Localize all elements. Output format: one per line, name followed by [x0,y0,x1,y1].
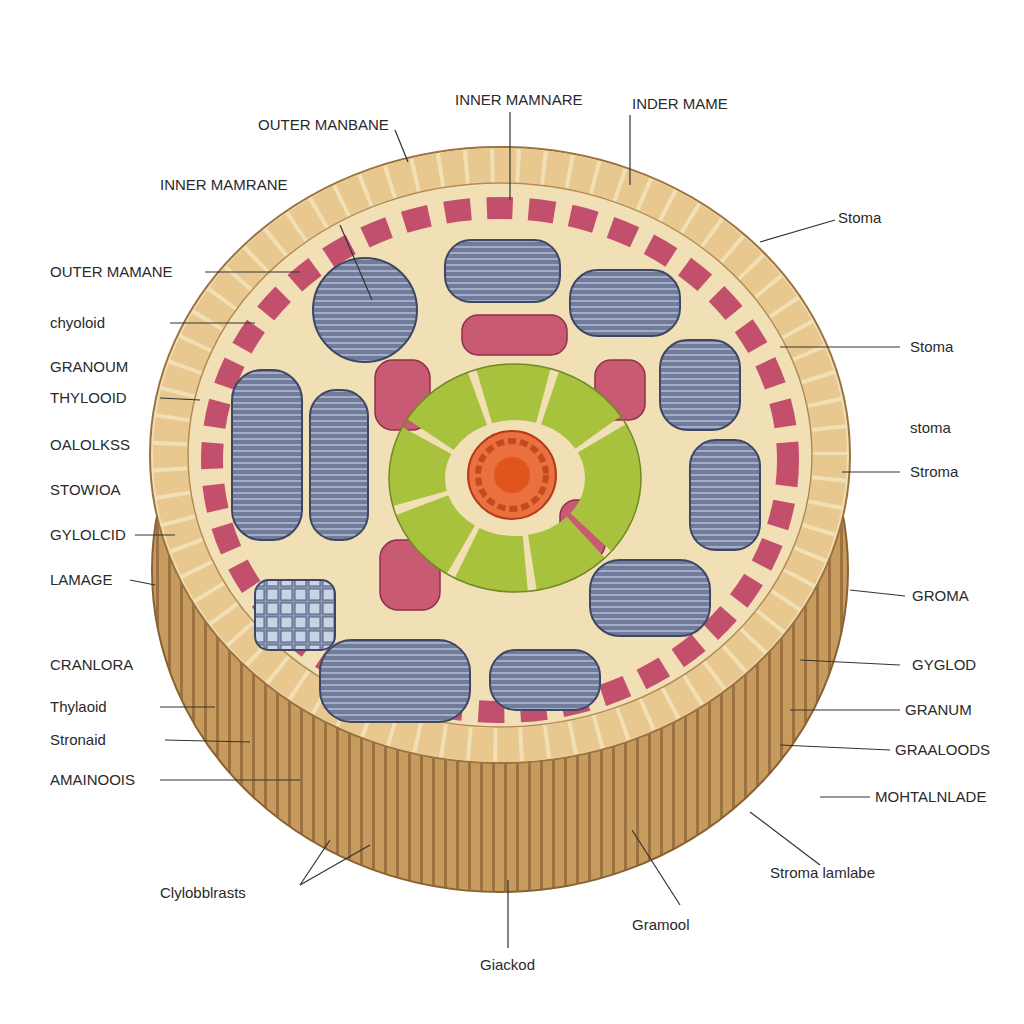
membrane-line [188,183,812,727]
granule-ring [212,208,788,712]
part-label: OALOLKSS [50,437,130,454]
core-body [468,431,556,519]
core-granules [478,441,546,509]
core-nucleus [494,457,530,493]
granule-blobs [375,315,645,610]
part-label: GRANUM [905,702,972,719]
green-ring-edge [389,364,641,592]
part-label: INNER MAMRANE [160,177,288,194]
part-label: GYGLOD [912,657,976,674]
membrane-rim [170,165,830,745]
part-label: MOHTALNLADE [875,789,986,806]
part-label: STOWIOA [50,482,121,499]
part-label: GRAALOODS [895,742,990,759]
part-label: Stroma lamlabe [770,865,875,882]
part-label: THYLOOID [50,390,127,407]
part-label: Stroma [910,464,958,481]
part-label: CRANLORA [50,657,133,674]
part-label: GYLOLCID [50,527,126,544]
part-label: chyoloid [50,315,105,332]
part-label: GROMA [912,588,969,605]
part-label: Clylobblrasts [160,885,246,902]
part-label: INDER MAME [632,96,728,113]
part-label: Stoma [838,210,881,227]
part-label: stoma [910,420,951,437]
part-label: INNER MAMNARE [455,92,583,109]
part-label: AMAINOOIS [50,772,135,789]
part-label: Gramool [632,917,690,934]
part-label: Thylaoid [50,699,107,716]
part-label: Stoma [910,339,953,356]
part-label: Giackod [480,957,535,974]
part-label: OUTER MANBANE [258,117,389,134]
disk-face [150,147,850,763]
part-label: OUTER MAMANE [50,264,173,281]
green-ring [417,392,613,564]
part-label: Stronaid [50,732,106,749]
part-label: LAMAGE [50,572,113,589]
thylakoid-stacks [232,240,760,722]
part-label: GRANOUM [50,359,128,376]
leader-lines [130,112,905,948]
